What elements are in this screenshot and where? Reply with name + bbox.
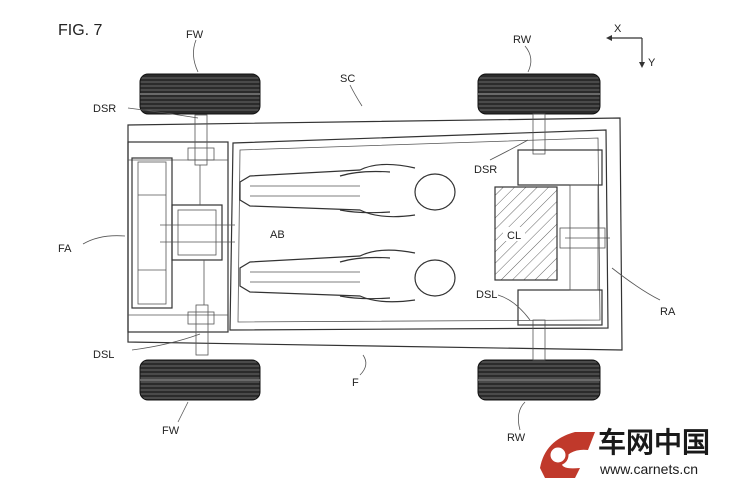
label-sc: SC (340, 73, 355, 85)
rear-axle-assembly (517, 113, 610, 361)
label-rw-bottom: RW (507, 432, 526, 444)
watermark-url: www.carnets.cn (599, 461, 698, 477)
label-dsr-right: DSR (474, 164, 497, 176)
occupant-upper (239, 163, 456, 218)
axis-x-label: X (614, 23, 622, 35)
label-ab: AB (270, 229, 285, 241)
label-fw-bottom: FW (162, 425, 180, 437)
front-wheel-bottom (139, 359, 261, 401)
label-dsl-right: DSL (476, 289, 497, 301)
occupant-lower (239, 249, 456, 303)
front-wheel-top (139, 73, 261, 115)
label-cl: CL (507, 230, 521, 242)
label-fa: FA (58, 243, 72, 255)
axis-indicator: X Y (606, 23, 656, 69)
rear-wheel-top (477, 73, 601, 115)
chassis-frame (127, 117, 623, 351)
figure-title: FIG. 7 (58, 22, 103, 39)
label-ra: RA (660, 306, 676, 318)
watermark-logo-icon (540, 432, 595, 478)
rear-wheel-bottom (477, 359, 601, 401)
watermark: 车网中国 www.carnets.cn (540, 426, 710, 478)
front-axle-assembly (131, 114, 235, 356)
label-rw-top: RW (513, 34, 532, 46)
label-dsl-left: DSL (93, 349, 114, 361)
label-dsr-left: DSR (93, 103, 116, 115)
watermark-brand: 车网中国 (598, 426, 710, 459)
label-f: F (352, 377, 359, 389)
cl-block (494, 186, 558, 281)
leader-lines (82, 39, 661, 431)
axis-y-label: Y (648, 57, 656, 69)
label-fw-top: FW (186, 29, 204, 41)
